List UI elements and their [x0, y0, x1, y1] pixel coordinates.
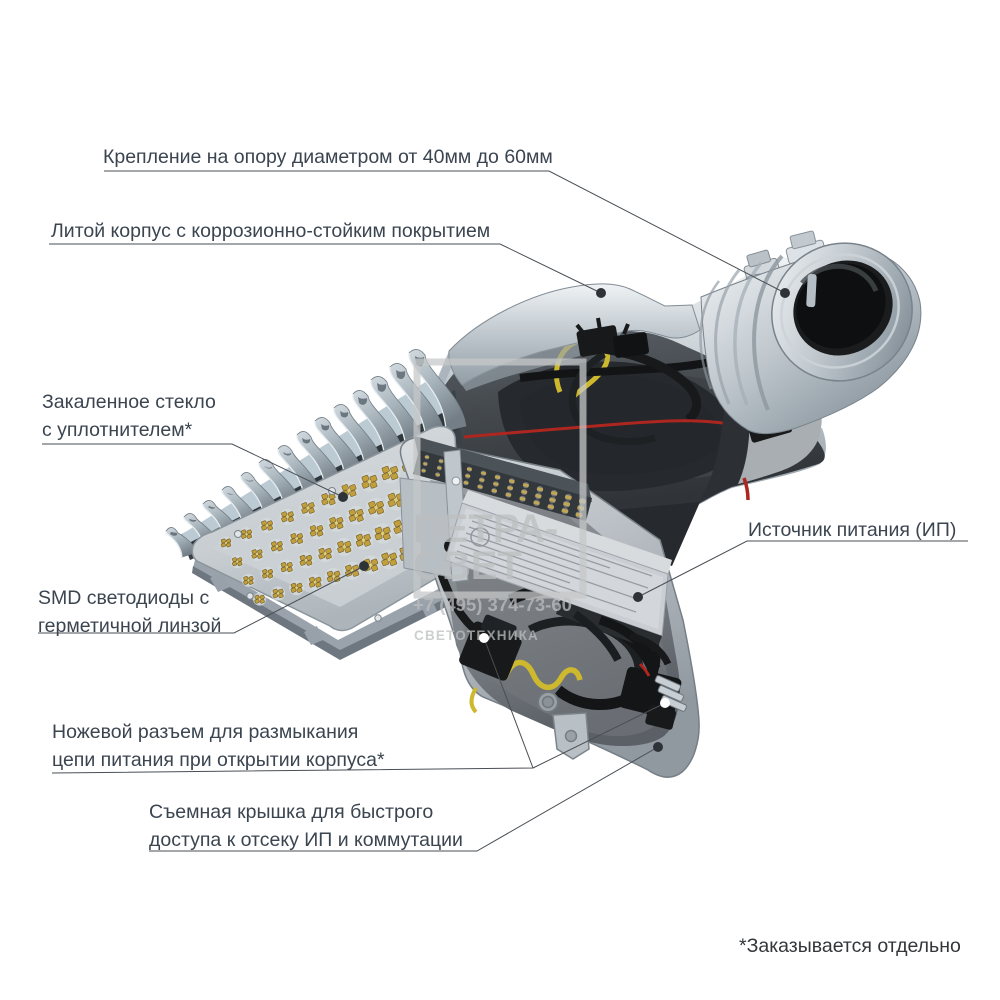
svg-text:Источник питания (ИП): Источник питания (ИП)	[748, 519, 956, 541]
svg-text:доступа к отсеку ИП и коммутац: доступа к отсеку ИП и коммутации	[149, 829, 463, 851]
svg-text:SMD светодиоды с: SMD светодиоды с	[38, 587, 209, 609]
svg-text:+7 (495) 374-73-60: +7 (495) 374-73-60	[413, 594, 572, 615]
svg-text:Крепление на опору диаметром о: Крепление на опору диаметром от 40мм до …	[103, 146, 553, 168]
svg-text:*Заказывается отдельно: *Заказывается отдельно	[739, 935, 961, 957]
svg-text:Ножевой разъем для размыкания: Ножевой разъем для размыкания	[52, 721, 358, 743]
svg-text:цепи питания при открытии корп: цепи питания при открытии корпуса*	[52, 749, 385, 771]
svg-text:Закаленное стекло: Закаленное стекло	[42, 391, 216, 413]
svg-text:СВЕТОТЕХНИКА: СВЕТОТЕХНИКА	[414, 628, 539, 643]
svg-text:герметичной линзой: герметичной линзой	[38, 615, 221, 637]
svg-text:ПЕТРА-: ПЕТРА-	[413, 507, 558, 551]
svg-text:СВЕТ: СВЕТ	[413, 544, 522, 588]
svg-text:с уплотнителем*: с уплотнителем*	[42, 419, 193, 441]
svg-text:Съемная крышка для быстрого: Съемная крышка для быстрого	[149, 801, 433, 823]
svg-text:Литой корпус с коррозионно-сто: Литой корпус с коррозионно-стойким покры…	[51, 220, 490, 242]
